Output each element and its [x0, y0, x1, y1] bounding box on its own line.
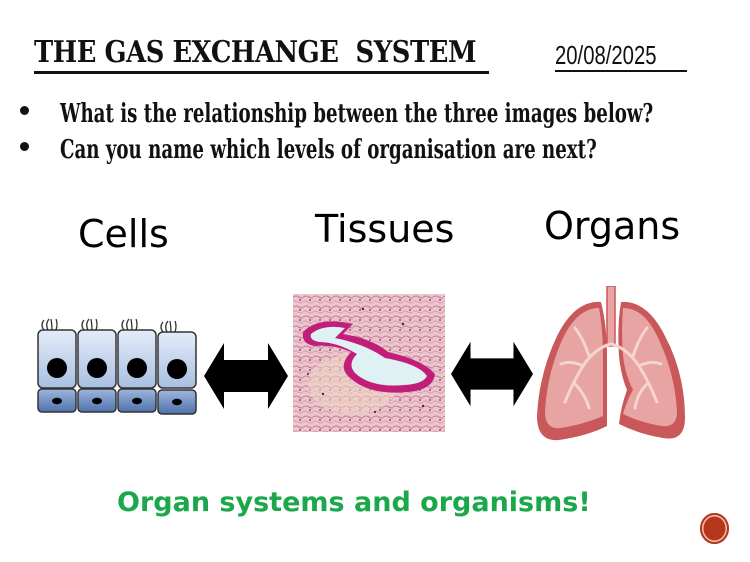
bullet-icon — [20, 142, 29, 151]
double-arrow-icon — [451, 341, 533, 407]
cells-image — [37, 318, 197, 415]
label-organs: Organs — [544, 204, 681, 248]
date-underline — [555, 70, 687, 72]
bullet-icon — [20, 106, 29, 115]
title-underline — [34, 71, 489, 74]
slide-title: THE GAS EXCHANGE SYSTEM — [34, 35, 477, 70]
label-cells: Cells — [78, 212, 169, 256]
question-text: What is the relationship between the thr… — [60, 99, 654, 129]
lungs-image — [537, 286, 685, 441]
double-arrow-icon — [204, 343, 288, 409]
answer-text: Organ systems and organisms! — [117, 487, 591, 518]
next-slide-button[interactable] — [700, 513, 729, 544]
label-tissues: Tissues — [315, 207, 455, 251]
question-text: Can you name which levels of organisatio… — [60, 135, 597, 165]
slide-date: 20/08/2025 — [555, 40, 657, 70]
tissue-image — [293, 294, 445, 432]
